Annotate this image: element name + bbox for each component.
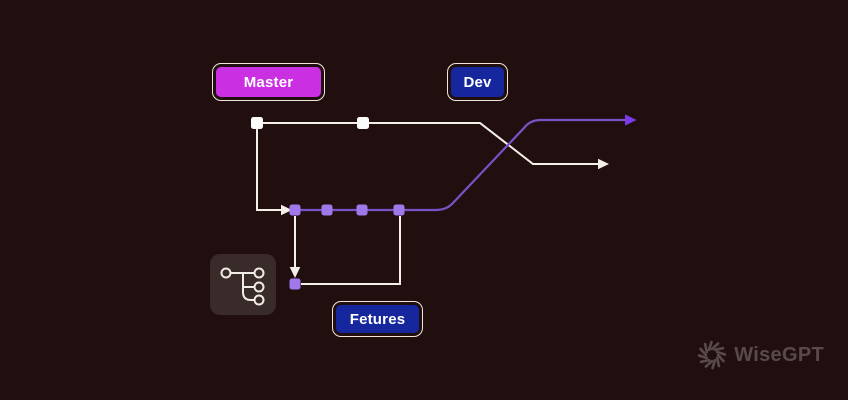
dev-branch-label: Dev bbox=[447, 63, 508, 101]
master-branch-label: Master bbox=[212, 63, 325, 101]
feature-merge-line bbox=[301, 216, 401, 285]
git-tree-icon bbox=[220, 267, 265, 306]
branch-out-to-dev-line bbox=[256, 123, 281, 211]
git-tree-icon-tile bbox=[210, 254, 276, 315]
master-branch-label-text: Master bbox=[216, 67, 321, 97]
feature-down-arrowhead-icon bbox=[289, 267, 301, 278]
graph-nodes bbox=[251, 117, 405, 290]
branch-out-arrowhead-icon bbox=[281, 204, 292, 216]
dev-branch-line bbox=[295, 118, 625, 212]
feature-branch-label: Fetures bbox=[332, 301, 423, 337]
feature-commit-node bbox=[289, 278, 301, 290]
master-branch-line bbox=[257, 122, 598, 165]
watermark: WiseGPT bbox=[697, 340, 824, 370]
dev-commit-node bbox=[289, 204, 301, 216]
feature-branch-label-text: Fetures bbox=[336, 305, 419, 333]
dev-arrowhead-icon bbox=[625, 114, 637, 126]
dev-commit-node bbox=[393, 204, 405, 216]
watermark-text: WiseGPT bbox=[734, 343, 824, 366]
dev-commit-node bbox=[321, 204, 333, 216]
master-commit-node bbox=[251, 117, 263, 129]
master-commit-node bbox=[357, 117, 369, 129]
dev-commit-node bbox=[356, 204, 368, 216]
pinwheel-logo-icon bbox=[697, 340, 727, 370]
dev-branch-label-text: Dev bbox=[451, 67, 504, 97]
master-arrowhead-icon bbox=[598, 158, 609, 170]
